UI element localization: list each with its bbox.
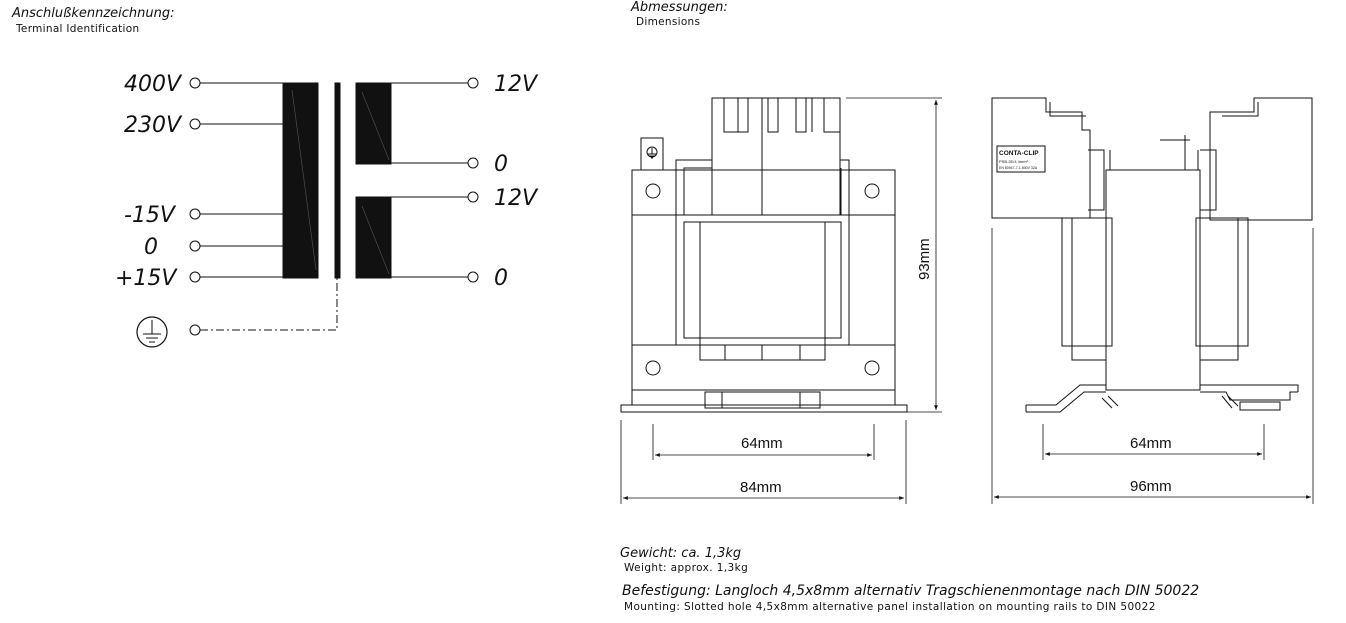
primary-winding xyxy=(282,82,319,279)
dimension-section-subtitle: Dimensions xyxy=(636,16,701,28)
clip-model-label: PSB-2E/4 4mm² xyxy=(999,159,1029,164)
terminal-230v xyxy=(189,118,201,130)
label-12v-2: 12V xyxy=(494,186,539,211)
terminal-0-secondary-1 xyxy=(467,157,479,169)
front-outer-width-label: 84mm xyxy=(740,479,782,496)
height-dimension-label: 93mm xyxy=(916,238,933,280)
terminal-section-title: Anschlußkennzeichnung: xyxy=(12,6,175,21)
mounting-hole-bottom-right xyxy=(864,360,880,376)
label-0-secondary-2: 0 xyxy=(494,266,508,291)
mounting-note-de: Befestigung: Langloch 4,5x8mm alternativ… xyxy=(622,583,1200,599)
terminal-12v-2 xyxy=(467,191,479,203)
front-inner-width-label: 64mm xyxy=(741,435,783,452)
side-dimension-lines xyxy=(991,228,1314,504)
side-inner-width-label: 64mm xyxy=(1130,435,1172,452)
terminal-plus15v xyxy=(189,271,201,283)
label-230v: 230V xyxy=(124,113,183,138)
terminal-12v-1 xyxy=(467,77,479,89)
ground-icon xyxy=(136,316,168,348)
terminal-0-primary xyxy=(189,240,201,252)
weight-note-de: Gewicht: ca. 1,3kg xyxy=(620,546,742,561)
mounting-hole-top-right xyxy=(864,183,880,199)
transformer-schematic xyxy=(136,77,479,348)
label-12v-1: 12V xyxy=(494,72,539,97)
terminal-minus15v xyxy=(189,208,201,220)
clip-spec-label: EN 60947-7-1 800V 32A xyxy=(999,166,1038,170)
terminal-400v xyxy=(189,77,201,89)
label-plus15v: +15V xyxy=(115,266,178,291)
terminal-section-subtitle: Terminal Identification xyxy=(16,23,140,35)
transformer-core xyxy=(334,82,341,279)
label-minus15v: -15V xyxy=(124,203,177,228)
side-outer-width-label: 96mm xyxy=(1130,478,1172,495)
side-view xyxy=(991,97,1313,413)
mounting-hole-top-left xyxy=(645,183,661,199)
front-view xyxy=(620,97,908,413)
weight-note-en: Weight: approx. 1,3kg xyxy=(624,562,749,574)
terminal-earth xyxy=(189,324,201,336)
dimension-section-title: Abmessungen: xyxy=(631,0,728,15)
label-400v: 400V xyxy=(124,72,183,97)
clip-brand-label: CONTA-CLIP xyxy=(999,150,1039,157)
label-0-secondary-1: 0 xyxy=(494,152,508,177)
label-0-primary: 0 xyxy=(144,235,158,260)
front-dimension-lines xyxy=(620,97,942,504)
mounting-note-en: Mounting: Slotted hole 4,5x8mm alternati… xyxy=(624,601,1156,613)
mounting-hole-bottom-left xyxy=(645,360,661,376)
terminal-0-secondary-2 xyxy=(467,271,479,283)
